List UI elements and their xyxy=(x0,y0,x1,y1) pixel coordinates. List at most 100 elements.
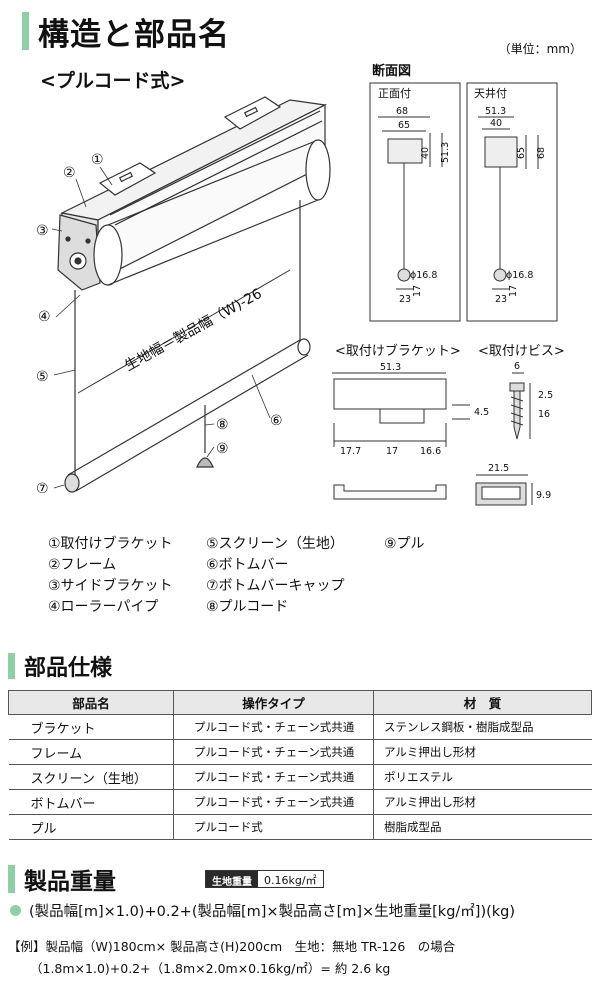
ceiling-dim-w1: 51.3 xyxy=(485,106,506,117)
front-dim-w2: 65 xyxy=(398,120,410,131)
fabric-width-dimension: 生地幅＝製品幅（W)-26 xyxy=(77,269,291,394)
title-accent-bar xyxy=(22,12,29,50)
ceiling-dim-dia: ϕ16.8 xyxy=(506,270,533,281)
ceiling-dim-h1: 65 xyxy=(516,147,527,159)
screen-fabric xyxy=(74,200,301,483)
weight-formula-text: (製品幅[m]×1.0)+0.2+(製品幅[m]×製品高さ[m]×生地重量[kg… xyxy=(29,904,516,920)
pull-cord xyxy=(196,405,214,468)
marker-5: ⑤ xyxy=(36,369,49,385)
front-dim-h2: 51.3 xyxy=(440,142,451,163)
screw-dim-d: 2.5 xyxy=(538,390,553,401)
legend-item: ④ローラーパイプ xyxy=(48,599,159,615)
table-row: フレーム プルコード式・チェーン式共通 アルミ押出し形材 xyxy=(8,739,592,765)
table-header-row: 部品名 操作タイプ 材 質 xyxy=(8,690,592,715)
bracket-dim-a: 17.7 xyxy=(340,446,361,457)
weight-example: 【例】製品幅（W)180cm× 製品高さ(H)200cm 生地：無地 TR-12… xyxy=(8,939,456,954)
pullcord-subtitle: <プルコード式> xyxy=(40,70,186,92)
structure-diagram: 生地幅＝製品幅（W)-26 ① ② ③ ④ ⑤ ⑥ ⑦ ⑧ ⑨ 断面図 xyxy=(36,63,565,506)
table-row: スクリーン（生地） プルコード式・チェーン式共通 ポリエステル xyxy=(8,764,592,790)
title-accent-bar xyxy=(8,865,15,893)
section-title-text: 製品重量 xyxy=(24,869,116,895)
legend-item: ⑤スクリーン（生地） xyxy=(206,536,344,552)
table-cell: ブラケット xyxy=(8,714,174,740)
screw-title: <取付けビス> xyxy=(478,344,565,359)
marker-7: ⑦ xyxy=(36,481,49,497)
legend-item: ⑥ボトムバー xyxy=(206,557,289,573)
bottom-bar xyxy=(64,338,311,493)
ceiling-dim-w2: 40 xyxy=(490,118,502,129)
screw-drawing xyxy=(509,372,531,440)
table-cell: ボトムバー xyxy=(8,789,174,815)
parts-spec-table: 部品名 操作タイプ 材 質 ブラケット プルコード式・チェーン式共通 ステンレス… xyxy=(8,690,592,840)
legend-item: ③サイドブラケット xyxy=(48,578,173,594)
table-row: ブラケット プルコード式・チェーン式共通 ステンレス鋼板・樹脂成型品 xyxy=(8,714,592,740)
table-row: ボトムバー プルコード式・チェーン式共通 アルミ押出し形材 xyxy=(8,789,592,815)
table-cell: 樹脂成型品 xyxy=(373,814,592,840)
table-cell: プルコード式・チェーン式共通 xyxy=(173,714,374,740)
front-dim-w3: 23 xyxy=(399,294,411,305)
leader-lines xyxy=(51,166,271,489)
roller-pipe xyxy=(93,139,331,286)
section-title-specs: 部品仕様 xyxy=(8,650,112,682)
marker-4: ④ xyxy=(38,309,51,325)
ceiling-dim-w3: 23 xyxy=(495,294,507,305)
bracket-side-view xyxy=(333,484,447,500)
marker-3: ③ xyxy=(36,223,49,239)
title-accent-bar xyxy=(8,653,15,679)
fabric-width-label: 生地幅＝製品幅（W)-26 xyxy=(122,286,265,375)
side-bracket xyxy=(57,214,101,291)
table-cell: スクリーン（生地） xyxy=(8,764,174,790)
table-cell: フレーム xyxy=(8,739,174,765)
cap-dim-h: 9.9 xyxy=(536,490,551,501)
bracket-dim-total: 51.3 xyxy=(380,362,401,373)
section-title-weight: 製品重量 xyxy=(8,862,116,896)
column-header: 操作タイプ xyxy=(173,690,374,715)
weight-calculation: （1.8m×1.0)+0.2+（1.8m×2.0m×0.16kg/㎡）= 約 2… xyxy=(30,961,391,976)
marker-2: ② xyxy=(63,165,76,181)
bottom-cap-drawing xyxy=(475,474,533,506)
fabric-weight-badge: 生地重量 0.16kg/㎡ xyxy=(205,870,324,888)
ceiling-dim-h3: 17 xyxy=(508,285,519,297)
bracket-title: <取付けブラケット> xyxy=(335,343,461,359)
legend-item: ⑧プルコード xyxy=(206,599,289,615)
front-dim-w1: 68 xyxy=(396,106,408,117)
bullet-dot-icon xyxy=(10,905,21,916)
ceiling-mount-box xyxy=(466,82,558,322)
table-cell: プルコード式 xyxy=(173,814,374,840)
marker-8: ⑧ xyxy=(216,417,229,433)
marker-6: ⑥ xyxy=(270,413,283,429)
bracket-dim-h: 4.5 xyxy=(474,407,489,418)
front-dim-h1: 40 xyxy=(420,147,431,159)
bracket-dim-c: 16.6 xyxy=(420,446,441,457)
front-dim-h3: 17 xyxy=(412,285,423,297)
screw-dim-len: 16 xyxy=(538,409,550,420)
marker-9: ⑨ xyxy=(216,441,229,457)
legend-item: ①取付けブラケット xyxy=(48,536,173,552)
unit-note: （単位：mm） xyxy=(498,42,582,56)
bracket-dim-b: 17 xyxy=(386,446,398,457)
ceiling-dim-h2: 68 xyxy=(536,147,547,159)
table-cell: ステンレス鋼板・樹脂成型品 xyxy=(373,714,592,740)
table-cell: プルコード式・チェーン式共通 xyxy=(173,739,374,765)
section-title-structure: 構造と部品名 xyxy=(22,10,230,53)
front-mount-box xyxy=(369,82,461,322)
cap-dim-w: 21.5 xyxy=(488,463,509,474)
table-cell: プルコード式・チェーン式共通 xyxy=(173,764,374,790)
section-title-text: 部品仕様 xyxy=(24,656,113,681)
fabric-weight-value: 0.16kg/㎡ xyxy=(258,871,323,887)
weight-formula: (製品幅[m]×1.0)+0.2+(製品幅[m]×製品高さ[m]×生地重量[kg… xyxy=(10,900,515,921)
column-header: 材 質 xyxy=(373,690,592,715)
column-header: 部品名 xyxy=(8,690,174,715)
marker-1: ① xyxy=(91,152,104,168)
table-cell: アルミ押出し形材 xyxy=(373,739,592,765)
legend-item: ⑨プル xyxy=(384,536,425,552)
front-mount-label: 正面付 xyxy=(378,87,411,100)
legend-item: ⑦ボトムバーキャップ xyxy=(206,578,345,594)
cross-section-title: 断面図 xyxy=(372,63,411,79)
table-cell: プルコード式・チェーン式共通 xyxy=(173,789,374,815)
front-dim-dia: ϕ16.8 xyxy=(410,270,437,281)
legend-item: ②フレーム xyxy=(48,557,117,573)
table-cell: ポリエステル xyxy=(373,764,592,790)
bracket-top-view xyxy=(333,378,447,410)
table-row: プル プルコード式 樹脂成型品 xyxy=(8,814,592,840)
